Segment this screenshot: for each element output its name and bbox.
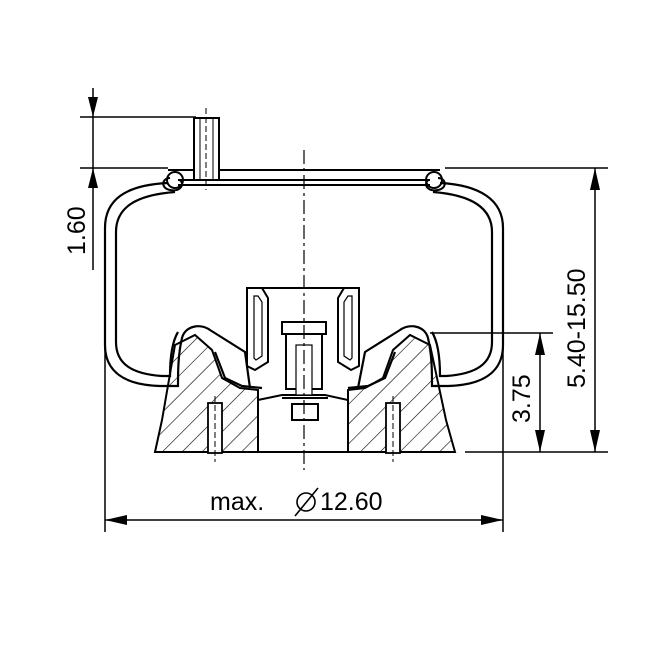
dimension-piston-height-label: 3.75: [508, 374, 536, 423]
dimension-max-diameter-prefix: max.: [210, 488, 264, 516]
bead-left: [166, 171, 184, 189]
center-nut: [291, 403, 319, 421]
dimension-overall-height-label: 5.40-15.50: [563, 268, 591, 388]
bellows-bead-right: [347, 351, 397, 390]
dimension-max-diameter-value: 12.60: [320, 488, 383, 516]
piston-right-section: [347, 333, 457, 453]
dimension-overall-height: [445, 167, 608, 453]
base-studs: [207, 396, 401, 462]
dimension-top-stud-label: 1.60: [63, 206, 91, 255]
top-stud: [193, 108, 220, 190]
bellows-outer-right: [356, 181, 505, 389]
piston-left-section: [153, 333, 259, 453]
dimension-piston-height: [430, 332, 553, 452]
diameter-symbol-icon: [294, 487, 319, 517]
bellows: [103, 181, 505, 390]
bellows-inner-right: [431, 190, 494, 378]
bumper-inner: [253, 295, 263, 361]
piston-base: [153, 333, 457, 453]
dimension-max-diameter: [104, 345, 504, 532]
center-bumper: [246, 287, 360, 421]
bead-right: [425, 171, 443, 189]
bellows-inner-left: [114, 190, 179, 378]
bellows-outer: [103, 181, 252, 389]
bellows-bead-left: [213, 351, 263, 390]
dimension-top-stud: [80, 88, 196, 270]
